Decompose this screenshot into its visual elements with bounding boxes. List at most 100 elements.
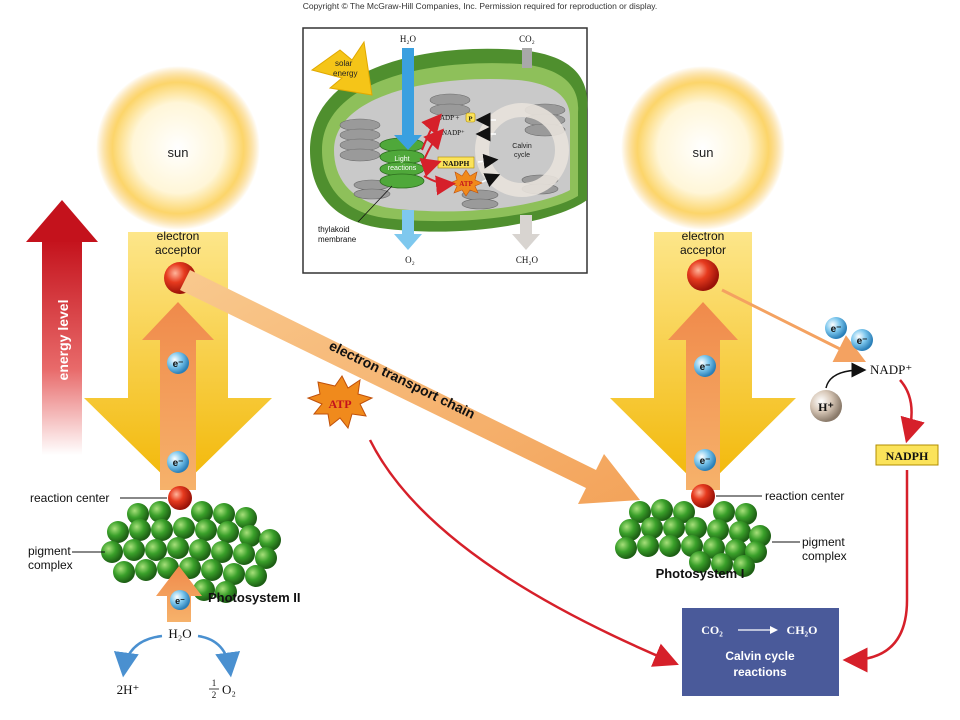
pigment-molecule — [113, 561, 135, 583]
left-electron-3 — [170, 590, 190, 610]
left-h2o-label: H₂O — [168, 626, 191, 641]
photosystem-i-label: Photosystem I — [656, 566, 745, 581]
h-plus-ion — [810, 390, 842, 422]
inset-solar-label: solar — [335, 59, 353, 68]
calvin-co2-label: CO₂ — [701, 623, 723, 637]
inset-membrane-label: membrane — [318, 235, 357, 244]
pigment-molecule — [201, 559, 223, 581]
pigment-molecule — [735, 503, 757, 525]
pigment-molecule — [223, 563, 245, 585]
energy-level-label: energy level — [55, 300, 71, 381]
pigment-molecule — [151, 519, 173, 541]
inset-ch2o-label: CH₂O — [516, 255, 539, 265]
left-half-den: 2 — [212, 690, 217, 700]
pigment-molecule — [101, 541, 123, 563]
right-electron-acceptor — [687, 259, 719, 291]
calvin-cycle-box: CO₂ CH₂O Calvin cycle reactions — [682, 608, 839, 696]
pigment-molecule — [123, 539, 145, 561]
inset-adp-label: ADP + — [440, 114, 459, 122]
inset-cycle-label: cycle — [514, 152, 530, 159]
calvin-line2: reactions — [733, 665, 787, 679]
right-electron-1 — [694, 355, 716, 377]
atp-burst: ATP — [306, 375, 374, 430]
pigment-molecule — [255, 547, 277, 569]
pigment-molecule — [189, 539, 211, 561]
pigment-molecule — [215, 581, 237, 603]
photosystem-ii-label: Photosystem II — [208, 590, 300, 605]
pigment-molecule — [673, 501, 695, 523]
pigment-molecule — [173, 517, 195, 539]
right-electron-1-label: e⁻ — [700, 362, 711, 373]
pigment-molecule — [641, 517, 663, 539]
nadp-electron-1-label: e⁻ — [831, 324, 842, 335]
left-acceptor-label-2: acceptor — [155, 243, 201, 257]
pigment-molecule — [217, 521, 239, 543]
inset-p-label: P — [469, 116, 473, 123]
left-reaction-center — [168, 486, 192, 510]
atp-label: ATP — [328, 397, 351, 411]
inset-atp-label: ATP — [459, 180, 473, 188]
right-reaction-center — [691, 484, 715, 508]
pigment-molecule — [713, 501, 735, 523]
pigment-molecule — [637, 535, 659, 557]
chloroplast-inset: solar energy H₂O O₂ CO₂ CH₂O Calvin cycl… — [302, 27, 588, 274]
inset-h2o-label: H₂O — [400, 34, 417, 44]
left-electron-1-label: e⁻ — [173, 359, 184, 370]
inset-nadph-label: NADPH — [443, 159, 470, 168]
pigment-molecule — [145, 539, 167, 561]
nadph-label: NADPH — [886, 449, 929, 463]
left-electron-2 — [167, 451, 189, 473]
nadp-electron-1 — [825, 317, 847, 339]
pigment-molecule — [659, 535, 681, 557]
pigment-molecule — [127, 503, 149, 525]
pigment-molecule — [663, 517, 685, 539]
pigment-molecule — [167, 537, 189, 559]
calvin-ch2o-label: CH₂O — [787, 623, 818, 637]
left-sun-label: sun — [168, 145, 189, 160]
pigment-molecule — [689, 551, 711, 573]
right-pigment-complex — [615, 499, 771, 577]
photosystem-i: sun electron acceptor e⁻ e⁻ reaction cen… — [610, 66, 847, 581]
nadp-electron-2 — [851, 329, 873, 351]
left-half-num: 1 — [212, 678, 217, 688]
left-electron-2-label: e⁻ — [173, 458, 184, 469]
pigment-molecule — [259, 529, 281, 551]
pigment-molecule — [239, 525, 261, 547]
nadp-plus-label: NADP⁺ — [870, 362, 912, 377]
left-2h-label: 2H⁺ — [117, 682, 140, 697]
pigment-molecule — [213, 503, 235, 525]
pigment-molecule — [195, 519, 217, 541]
right-acceptor-label-2: acceptor — [680, 243, 726, 257]
pigment-molecule — [235, 507, 257, 529]
inset-nadp-label: NADP⁺ — [442, 129, 465, 137]
pigment-molecule — [629, 501, 651, 523]
right-electron-up-arrow — [668, 302, 738, 490]
pigment-molecule — [729, 521, 751, 543]
photosystem-ii: sun electron acceptor e⁻ e⁻ reaction cen… — [28, 66, 300, 700]
nadp-electron-2-label: e⁻ — [857, 336, 868, 347]
atp-to-calvin-arrow — [368, 439, 679, 667]
electron-transport-chain: electron transport chain — [180, 270, 640, 504]
left-pigment-label-1: pigment — [28, 544, 71, 558]
inset-calvin-label: Calvin — [512, 143, 532, 150]
pigment-molecule — [233, 543, 255, 565]
right-electron-2 — [694, 449, 716, 471]
pigment-molecule — [135, 559, 157, 581]
nadph-box — [875, 444, 939, 466]
pigment-molecule — [107, 521, 129, 543]
left-electron-3-label: e⁻ — [175, 596, 185, 606]
left-reaction-center-label: reaction center — [30, 491, 109, 505]
right-acceptor-label-1: electron — [682, 229, 725, 243]
left-pigment-complex — [101, 501, 281, 603]
left-o2-label: O₂ — [222, 682, 236, 697]
right-pigment-label-1: pigment — [802, 535, 845, 549]
pigment-molecule — [711, 553, 733, 575]
pigment-molecule — [707, 519, 729, 541]
pigment-molecule — [149, 501, 171, 523]
pigment-molecule — [615, 537, 637, 559]
energy-level-arrow: energy level — [26, 200, 98, 455]
right-sun — [621, 66, 785, 230]
nadph-to-calvin-arrow — [842, 470, 909, 673]
left-sun — [96, 66, 260, 230]
